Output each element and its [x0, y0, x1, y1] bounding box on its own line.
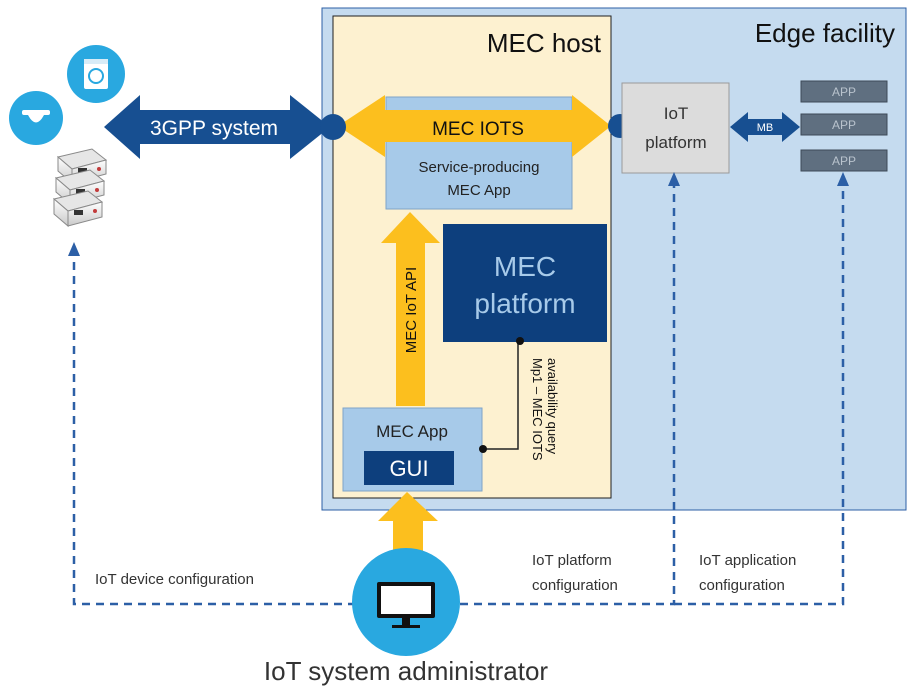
iot-platform-label-2: platform — [645, 133, 706, 152]
app-box-1-label: APP — [832, 85, 856, 99]
app-box-3 — [800, 149, 888, 172]
mec-platform-label-2: platform — [474, 288, 575, 319]
iot-platform-label-1: IoT — [664, 104, 689, 123]
admin-label: IoT system administrator — [264, 656, 549, 686]
app-box-2 — [800, 113, 888, 136]
ceiling-lamp-icon — [9, 91, 63, 145]
mec-iots-label: MEC IOTS — [432, 119, 524, 140]
iot-device-config-label: IoT device configuration — [95, 571, 254, 588]
iot-platform-config-label-1: IoT platform — [532, 552, 612, 569]
mb-arrow — [730, 112, 800, 142]
monitor-icon — [377, 582, 435, 628]
3gpp-system-arrow — [104, 95, 330, 159]
iot-device-config-line — [72, 254, 356, 606]
mp1-label-1: Mp1 – MEC IOTS — [530, 358, 545, 461]
mb-label: MB — [757, 122, 774, 134]
gui-box — [364, 451, 454, 485]
mec-iots-arrow — [338, 95, 611, 157]
meter-stack-icon — [52, 148, 108, 228]
mec-app-label: MEC App — [376, 422, 448, 441]
iot-app-config-line — [674, 183, 845, 606]
mp1-connector — [484, 341, 519, 450]
service-producing-label-1: Service-producing — [419, 159, 540, 176]
iot-device-config-arrowhead — [68, 242, 80, 256]
app-box-1 — [800, 80, 888, 103]
mec-iot-api-arrow — [381, 212, 440, 406]
mp1-endpoint-top — [516, 337, 524, 345]
mec-platform-box — [443, 224, 607, 342]
edge-facility-label: Edge facility — [755, 18, 895, 48]
mec-host-label: MEC host — [487, 28, 602, 58]
3gpp-connection-point — [320, 114, 346, 140]
gui-label: GUI — [389, 456, 428, 481]
iot-platform-box — [621, 82, 730, 174]
iot-app-config-label-1: IoT application — [699, 552, 796, 569]
iot-platform-config-label-2: configuration — [532, 577, 618, 594]
iot-app-config-arrowhead — [837, 172, 849, 186]
mp1-endpoint-bottom — [479, 445, 487, 453]
mp1-label-2: availability query — [545, 358, 560, 455]
admin-to-gui-arrow — [378, 492, 438, 562]
3gpp-system-label: 3GPP system — [150, 117, 278, 140]
service-producing-label-2: MEC App — [447, 182, 510, 199]
mec-platform-label-1: MEC — [494, 251, 556, 282]
washing-machine-icon — [67, 45, 125, 103]
app-box-2-label: APP — [832, 118, 856, 132]
app-box-3-label: APP — [832, 154, 856, 168]
configuration-dashed-lines — [72, 183, 845, 606]
iot-platform-config-arrowhead — [668, 172, 680, 186]
iot-app-config-label-2: configuration — [699, 577, 785, 594]
mec-iot-api-label: MEC IoT API — [403, 267, 420, 353]
